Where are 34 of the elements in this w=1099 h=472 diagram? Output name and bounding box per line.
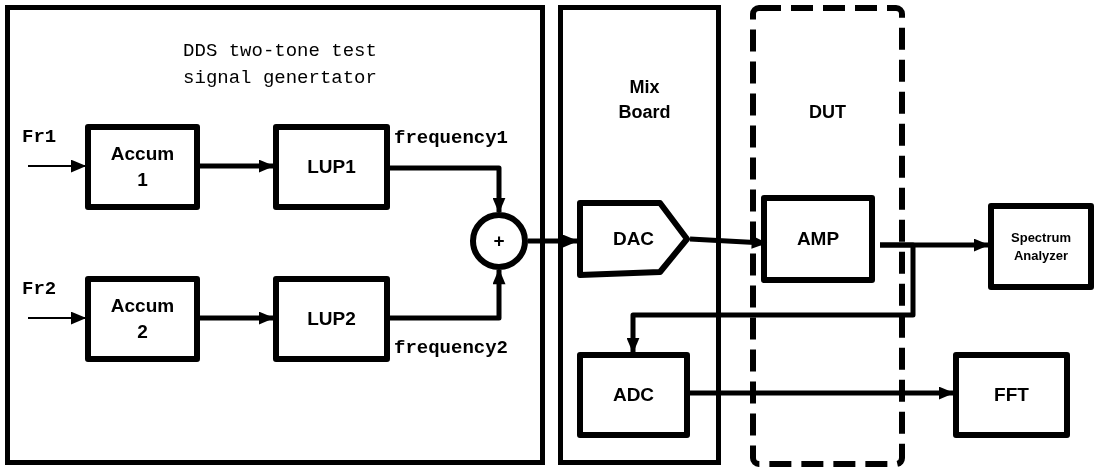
arrow — [27, 311, 87, 325]
group-box — [558, 5, 721, 465]
block-label: LUP1 — [307, 155, 356, 180]
block-label: LUP2 — [307, 307, 356, 332]
block-label: Spectrum Analyzer — [1010, 228, 1072, 265]
block-label: ADC — [612, 383, 655, 408]
arrow — [390, 268, 506, 321]
group-title: DDS two-tone test signal genertator — [182, 39, 378, 91]
block-label: FFT — [994, 383, 1029, 408]
arrow — [626, 242, 916, 354]
arrow — [690, 386, 955, 400]
block-label: AMP — [796, 227, 840, 252]
arrow — [200, 159, 275, 173]
block-label: DAC — [612, 227, 655, 252]
arrow — [390, 165, 506, 214]
group-title: Mix Board — [617, 76, 672, 125]
block-label: + — [493, 229, 505, 254]
block-label: Accum 2 — [109, 294, 176, 344]
block-label: Accum 1 — [109, 142, 176, 192]
process-box — [273, 276, 390, 362]
process-box — [273, 124, 390, 210]
process-box — [953, 352, 1070, 438]
arrow — [528, 234, 579, 248]
edge-label: frequency1 — [394, 128, 509, 149]
arrow — [27, 159, 87, 173]
process-box — [988, 203, 1094, 290]
edge-label: frequency2 — [394, 338, 509, 359]
process-box — [577, 352, 690, 438]
group-box — [5, 5, 545, 465]
group-title: DUT — [808, 101, 847, 124]
process-box — [761, 195, 875, 283]
arrow — [200, 311, 275, 325]
process-box — [85, 276, 200, 362]
process-box — [85, 124, 200, 210]
